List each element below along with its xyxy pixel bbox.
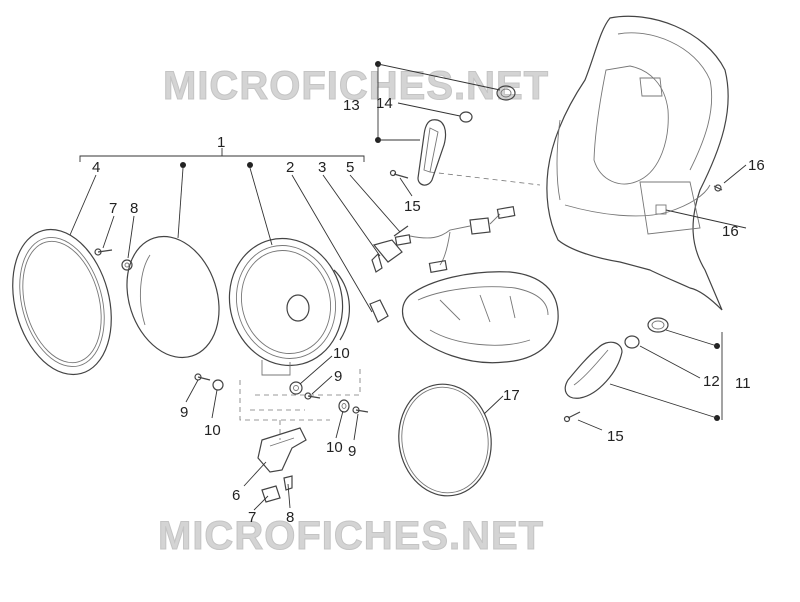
trim-ring-part [12, 228, 112, 376]
callout-17: 17 [503, 387, 520, 404]
gasket-ring-part [398, 383, 492, 497]
callout-16-bottom: 16 [722, 223, 739, 240]
callout-16-top: 16 [748, 157, 765, 174]
callout-6: 6 [232, 487, 240, 504]
leg-shield-part [546, 15, 729, 311]
callout-13: 13 [343, 97, 360, 114]
alignment-dash-panel [429, 171, 541, 186]
callout-2: 2 [286, 159, 294, 176]
watermark-top: MICROFICHES.NET [163, 64, 549, 108]
headlight-housing-part [401, 271, 559, 364]
callout-9-left: 9 [180, 404, 188, 421]
leader-lines [69, 61, 747, 511]
callout-5: 5 [346, 159, 354, 176]
callout-8-bottom: 8 [286, 509, 294, 526]
callout-10-left: 10 [204, 422, 221, 439]
callout-15-top: 15 [404, 198, 421, 215]
callout-8-top: 8 [130, 200, 138, 217]
callout-1: 1 [217, 134, 225, 151]
callout-7-bottom: 7 [248, 509, 256, 526]
bulb-and-wiring-part [369, 205, 516, 323]
callout-11: 11 [735, 375, 751, 392]
front-indicator-part [389, 85, 516, 186]
watermark-bottom: MICROFICHES.NET [158, 514, 544, 558]
mounting-bracket-part [257, 427, 307, 503]
callout-10-center: 10 [333, 345, 350, 362]
callout-labels: 1 2 3 4 5 6 7 7 8 8 9 9 9 10 10 10 11 12… [92, 95, 765, 526]
callout-7-top: 7 [109, 200, 117, 217]
callout-4: 4 [92, 159, 100, 176]
reflector-unit-part [228, 237, 351, 376]
assembly-dashed-lines [239, 365, 361, 440]
callout-9-center: 9 [334, 368, 342, 385]
screws-and-washers-part [94, 184, 723, 414]
headlight-lens-part [126, 235, 220, 359]
callout-14: 14 [376, 95, 393, 112]
callout-9-lower: 9 [348, 443, 356, 460]
callout-12: 12 [703, 373, 720, 390]
callout-3: 3 [318, 159, 326, 176]
callout-15-bottom: 15 [607, 428, 624, 445]
callout-10-lower: 10 [326, 439, 343, 456]
side-indicator-part [563, 317, 669, 423]
